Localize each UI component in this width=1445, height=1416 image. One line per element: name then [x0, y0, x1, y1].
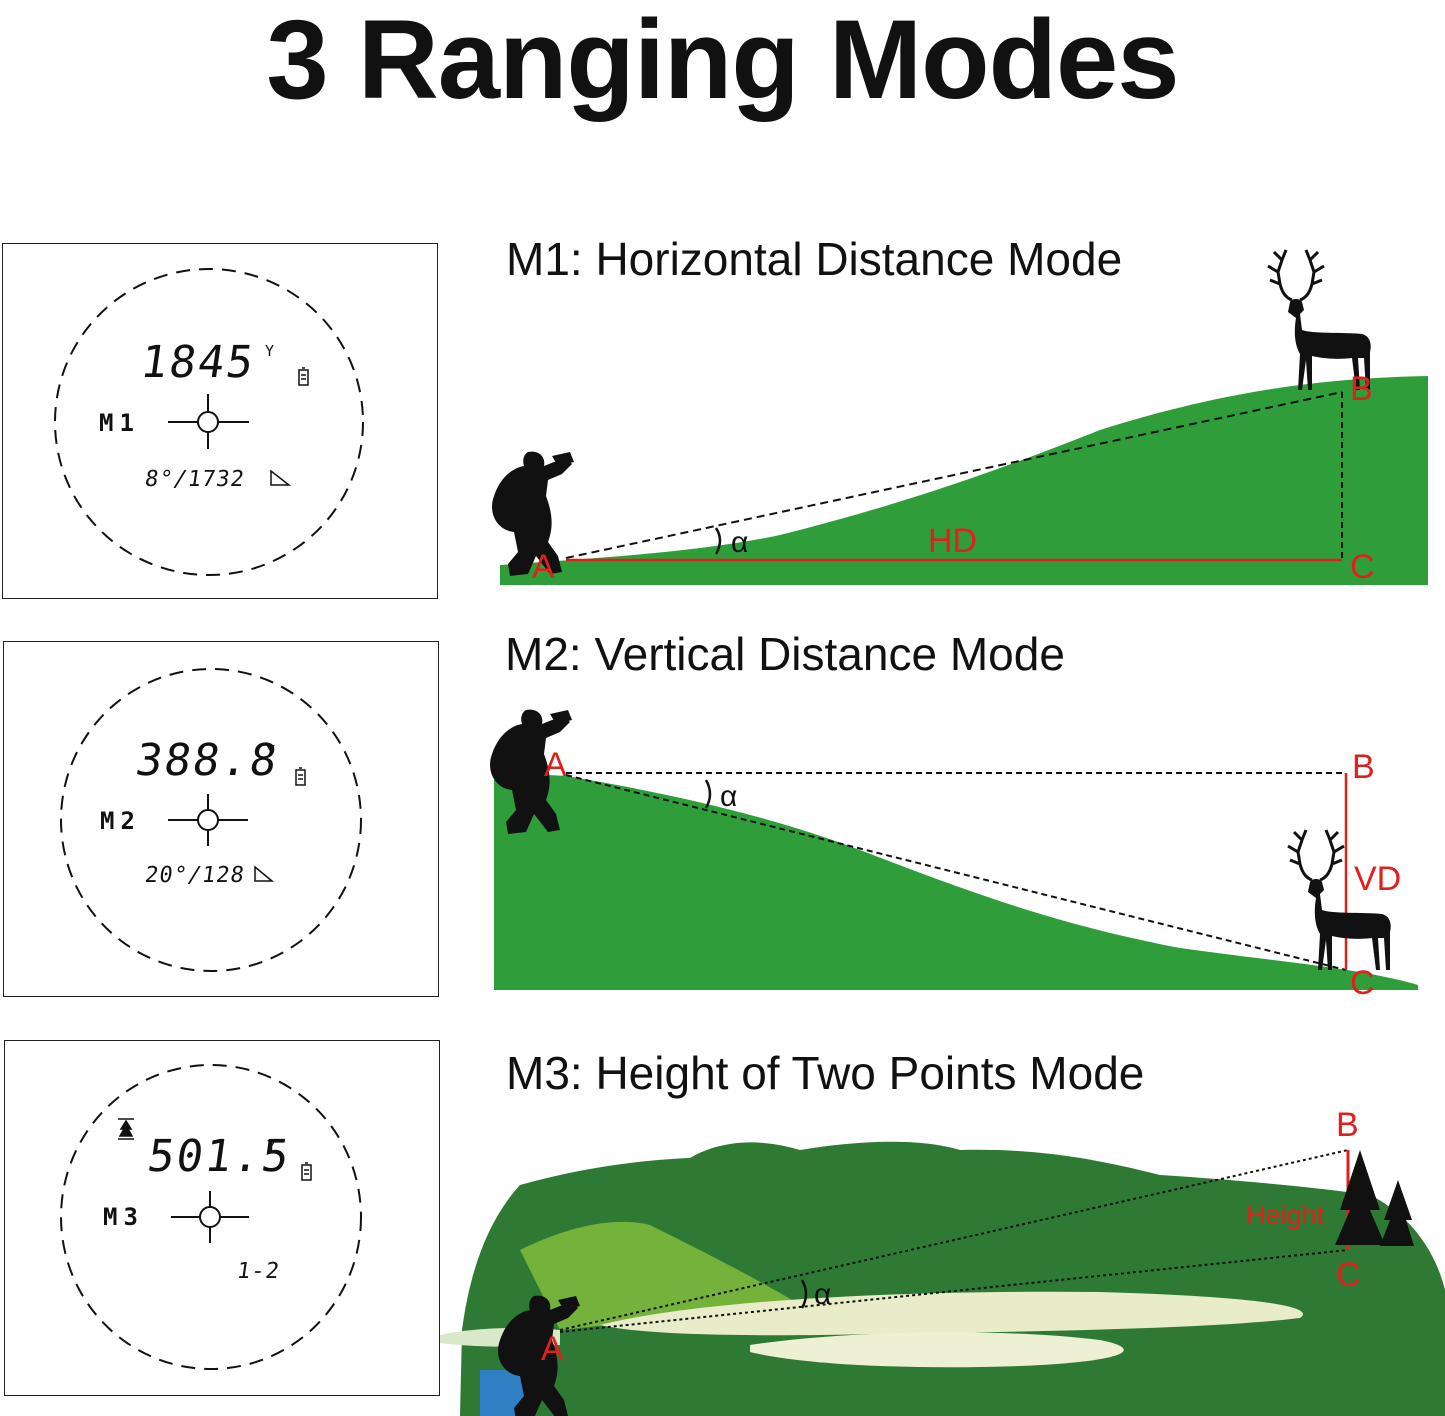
battery-icon [298, 367, 309, 386]
display-unit: Y [266, 742, 276, 760]
display-panel-m2: 388.8 Y M2 20°/128 [3, 641, 439, 997]
scene-m3 [440, 1141, 1445, 1416]
label-c: C [1336, 1256, 1361, 1294]
display-panel-m3: 501.5 Y M3 1-2 [4, 1040, 440, 1396]
label-b: B [1350, 370, 1373, 408]
tree-icon [1380, 1180, 1414, 1246]
reticle-circle [60, 668, 362, 972]
label-a: A [532, 548, 555, 586]
label-b: B [1336, 1106, 1359, 1144]
label-c: C [1350, 964, 1375, 1002]
reticle-circle [54, 268, 364, 576]
display-mode-label: M3 [103, 1203, 144, 1231]
measure-label-vd: VD [1354, 860, 1401, 898]
tree-height-icon [118, 1118, 134, 1140]
label-a: A [544, 746, 567, 784]
slope-triangle-icon [270, 469, 292, 486]
page-title: 3 Ranging Modes [266, 0, 1179, 122]
crosshair-icon [171, 1191, 249, 1243]
display-panel-m1: 1845 Y M1 8°/1732 [2, 243, 438, 599]
label-a: A [541, 1330, 564, 1368]
label-c: C [1350, 548, 1375, 586]
display-mode-label: M2 [100, 807, 141, 835]
scene-m1 [492, 248, 1428, 585]
mode-heading-m3: M3: Height of Two Points Mode [506, 1047, 1145, 1099]
display-unit: Y [265, 342, 275, 360]
angle-label: α [720, 780, 737, 813]
deer-icon [1286, 828, 1393, 972]
angle-label: α [814, 1278, 831, 1311]
measure-label-height: Height [1246, 1200, 1325, 1230]
crosshair-icon [168, 794, 248, 846]
measure-label-hd: HD [928, 522, 977, 560]
display-unit: Y [267, 1137, 277, 1155]
deer-icon [1266, 248, 1373, 392]
mode-heading-m1: M1: Horizontal Distance Mode [506, 233, 1123, 285]
tree-icon [1335, 1150, 1385, 1245]
crosshair-icon [168, 394, 249, 449]
reticle-circle [60, 1064, 362, 1370]
angle-label: α [731, 526, 748, 559]
battery-icon [295, 767, 306, 786]
display-mode-label: M1 [99, 409, 140, 437]
slope-triangle-icon [254, 865, 275, 882]
label-b: B [1352, 748, 1375, 786]
scene-m2 [490, 709, 1418, 990]
mode-heading-m2: M2: Vertical Distance Mode [505, 628, 1065, 680]
battery-icon [301, 1162, 312, 1181]
